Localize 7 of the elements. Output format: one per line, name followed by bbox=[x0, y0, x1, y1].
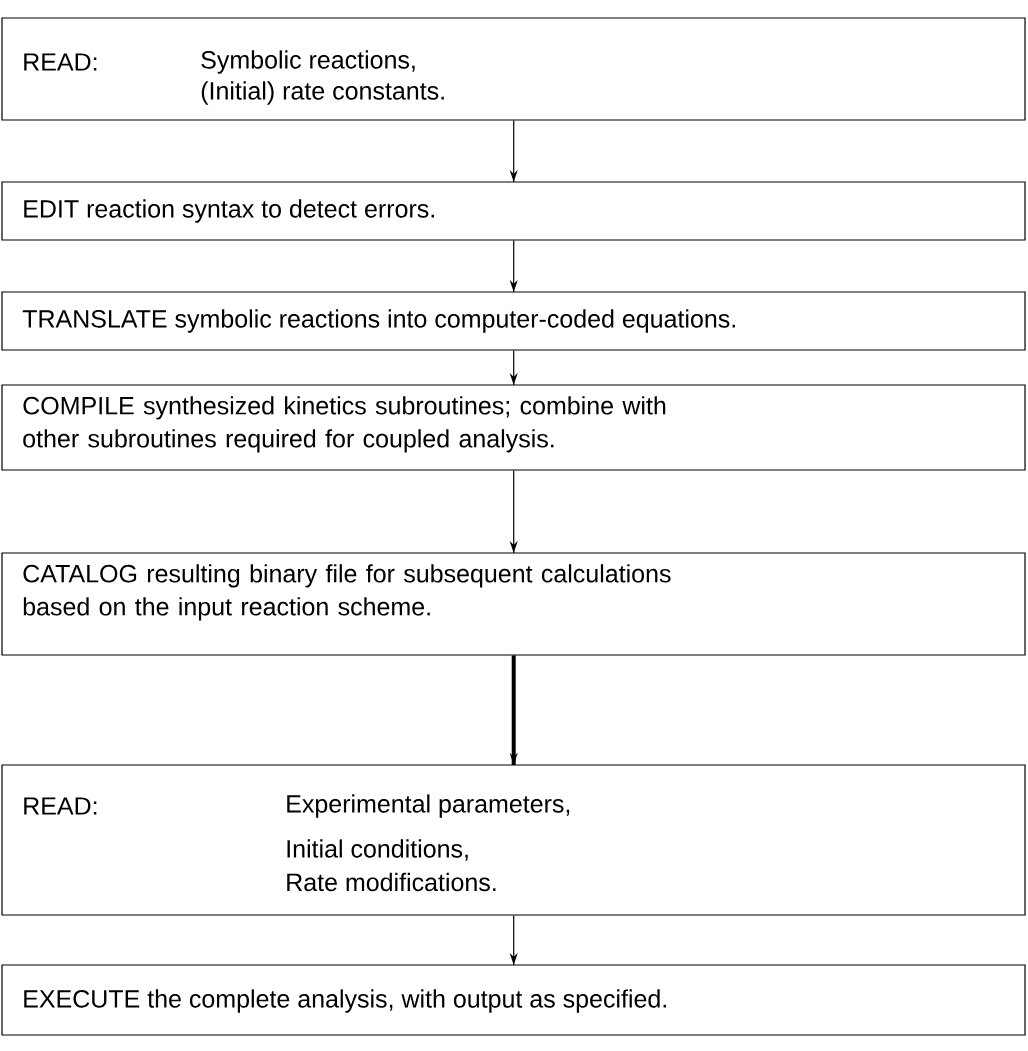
process-box: READ: Experimental parameters, Initial conditions, Rate modifications. bbox=[1, 764, 1026, 916]
process-box: EDIT reaction syntax to detect errors. bbox=[1, 181, 1026, 241]
process-box: CATALOG resulting binary file for subsequent calculations based on the input reaction scheme. bbox=[1, 552, 1026, 656]
process-box: READ: Symbolic reactions, (Initial) rate constants. bbox=[1, 17, 1026, 121]
process-box: COMPILE synthesized kinetics subroutines; combine with other subroutines required for coupled analysis. bbox=[1, 384, 1026, 471]
process-box: TRANSLATE symbolic reactions into computer-coded equations. bbox=[1, 291, 1026, 351]
process-box: EXECUTE the complete analysis, with output as specified. bbox=[1, 964, 1026, 1036]
